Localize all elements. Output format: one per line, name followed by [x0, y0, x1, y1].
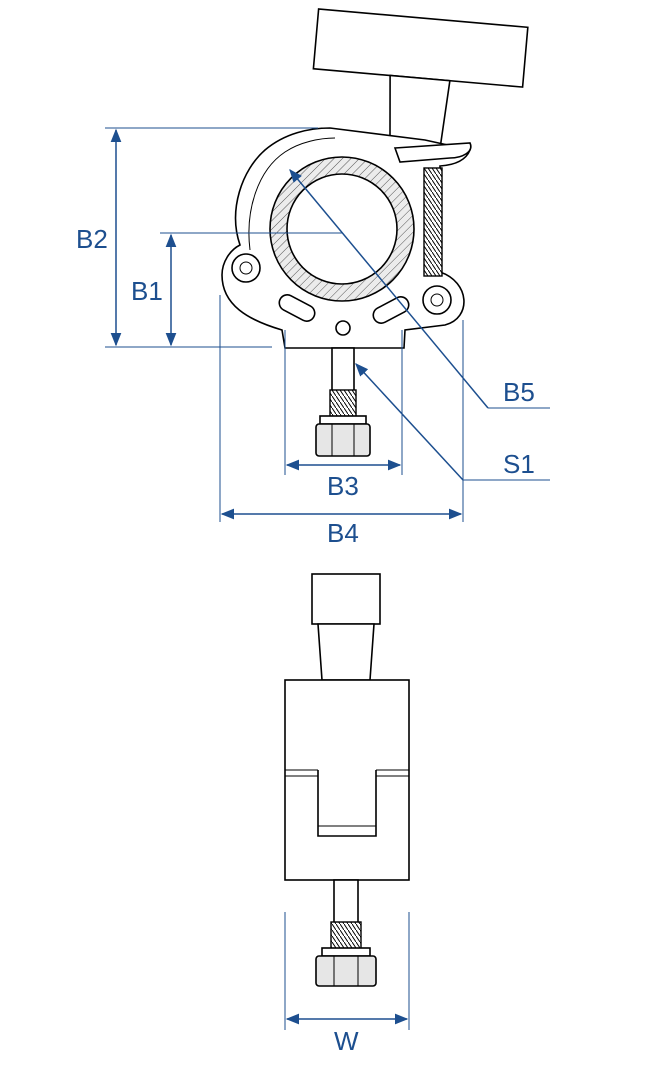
pivot-right	[422, 285, 452, 315]
pivot-left	[231, 253, 261, 283]
clamp-front-view	[284, 573, 410, 987]
tension-screw	[423, 167, 443, 277]
clamp-side-view	[221, 8, 529, 457]
nut	[315, 423, 371, 457]
tube-bore	[286, 173, 398, 285]
label-b5: B5	[503, 377, 535, 407]
label-w: W	[334, 1026, 359, 1056]
dimension-lines-side	[105, 127, 550, 522]
label-b4: B4	[327, 518, 359, 548]
label-b2: B2	[76, 224, 108, 254]
label-b3: B3	[327, 471, 359, 501]
label-b1: B1	[131, 276, 163, 306]
label-s1: S1	[503, 449, 535, 479]
spigot-bolt	[331, 347, 355, 394]
front-handle-cap	[311, 573, 381, 625]
front-nut	[315, 955, 377, 987]
dimension-lines-front	[284, 912, 410, 1030]
